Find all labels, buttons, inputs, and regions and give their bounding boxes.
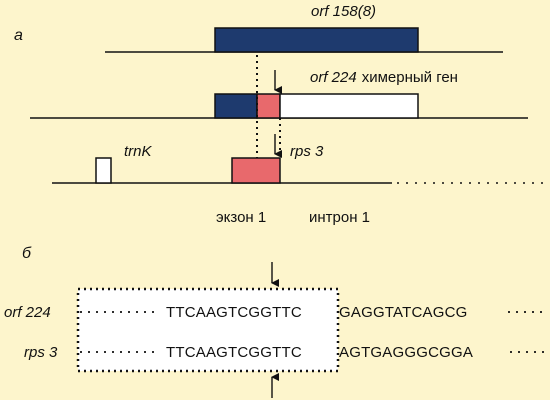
alignment-row2-label: rps 3 bbox=[24, 344, 58, 361]
intron-label: интрон 1 bbox=[309, 209, 370, 226]
alignment-row2-seq-right: AGTGAGGGCGGA bbox=[339, 344, 473, 361]
orf224-title: orf 224 химерный ген bbox=[310, 69, 458, 86]
rps3-exon-block bbox=[231, 157, 281, 184]
alignment-row2-seq-left: TTCAAGTCGGTTC bbox=[166, 344, 302, 361]
panel-b-letter: б bbox=[22, 245, 32, 262]
orf158-block bbox=[214, 27, 419, 53]
orf158-label: orf 158(8) bbox=[311, 3, 376, 20]
alignment-row1-seq-left: TTCAAGTCGGTTC bbox=[166, 304, 302, 321]
trnK-label: trnK bbox=[124, 143, 153, 160]
orf224-salmon-segment bbox=[256, 93, 281, 119]
trnK-block bbox=[95, 157, 112, 184]
rps3-label: rps 3 bbox=[290, 143, 324, 160]
exon-label: экзон 1 bbox=[216, 209, 266, 226]
alignment-highlight-box bbox=[76, 287, 340, 373]
orf224-navy-segment bbox=[214, 93, 258, 119]
alignment-row1-seq-right: GAGGTATCAGCG bbox=[339, 304, 468, 321]
orf224-suffix: химерный ген bbox=[362, 69, 458, 86]
orf224-white-segment bbox=[279, 93, 419, 119]
alignment-row1-label: orf 224 bbox=[4, 304, 51, 321]
panel-a-letter: а bbox=[14, 27, 23, 44]
orf224-name: orf 224 bbox=[310, 69, 357, 86]
